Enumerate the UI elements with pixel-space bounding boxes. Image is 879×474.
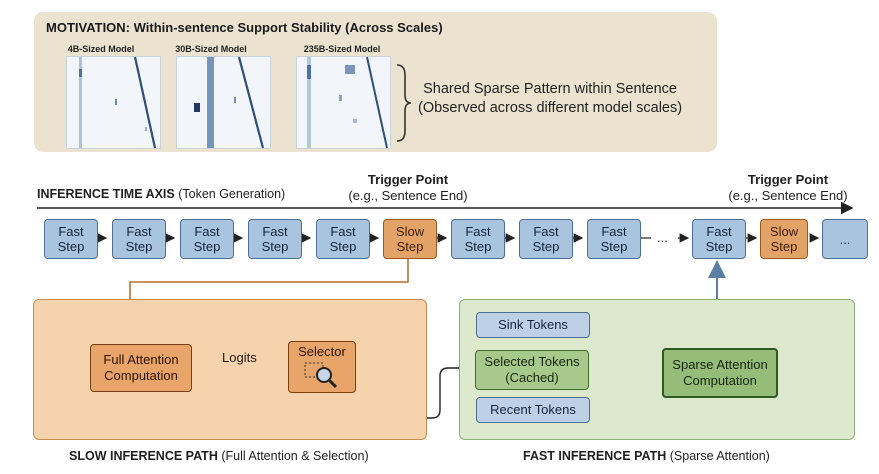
recent-tokens-box: Recent Tokens [476,397,590,423]
ellipsis-step: ... [822,219,868,259]
selected-tokens-box: Selected Tokens (Cached) [475,350,589,390]
trigger-title-2: Trigger Point [747,172,829,187]
ellipsis-text: ... [657,230,668,245]
model-label-30b: 30B-Sized Model [175,44,247,54]
heatmap-4b [66,56,161,149]
motivation-title: MOTIVATION: Within-sentence Support Stab… [46,20,443,35]
trigger-title-1: Trigger Point [367,172,449,187]
slow-path-label: SLOW INFERENCE PATH (Full Attention & Se… [69,449,369,463]
sparse-attention-box: Sparse Attention Computation [662,348,778,398]
heatmap-30b [176,56,271,149]
sink-tokens-box: Sink Tokens [476,312,590,338]
trigger-subtitle-1: (e.g., Sentence End) [348,188,468,203]
brace-line-1: Shared Sparse Pattern within Sentence [423,81,677,97]
heatmap-235b [296,56,391,149]
model-label-4b: 4B-Sized Model [67,44,135,54]
trigger-subtitle-2: (e.g., Sentence End) [728,188,848,203]
fast-path-label: FAST INFERENCE PATH (Sparse Attention) [523,449,770,463]
brace-icon [396,64,412,142]
magnifier-icon [304,362,338,389]
axis-label: INFERENCE TIME AXIS (Token Generation) [37,187,285,201]
brace-line-2: (Observed across different model scales) [418,100,683,116]
logits-label: Logits [222,350,257,365]
brace-annotation: Shared Sparse Pattern within Sentence (O… [418,80,682,118]
full-attention-box: Full Attention Computation [90,344,192,392]
model-label-235b: 235B-Sized Model [303,44,381,54]
axis-label-rest: (Token Generation) [174,187,286,201]
axis-label-bold: INFERENCE TIME AXIS [37,187,175,201]
selector-box: Selector [288,341,356,393]
